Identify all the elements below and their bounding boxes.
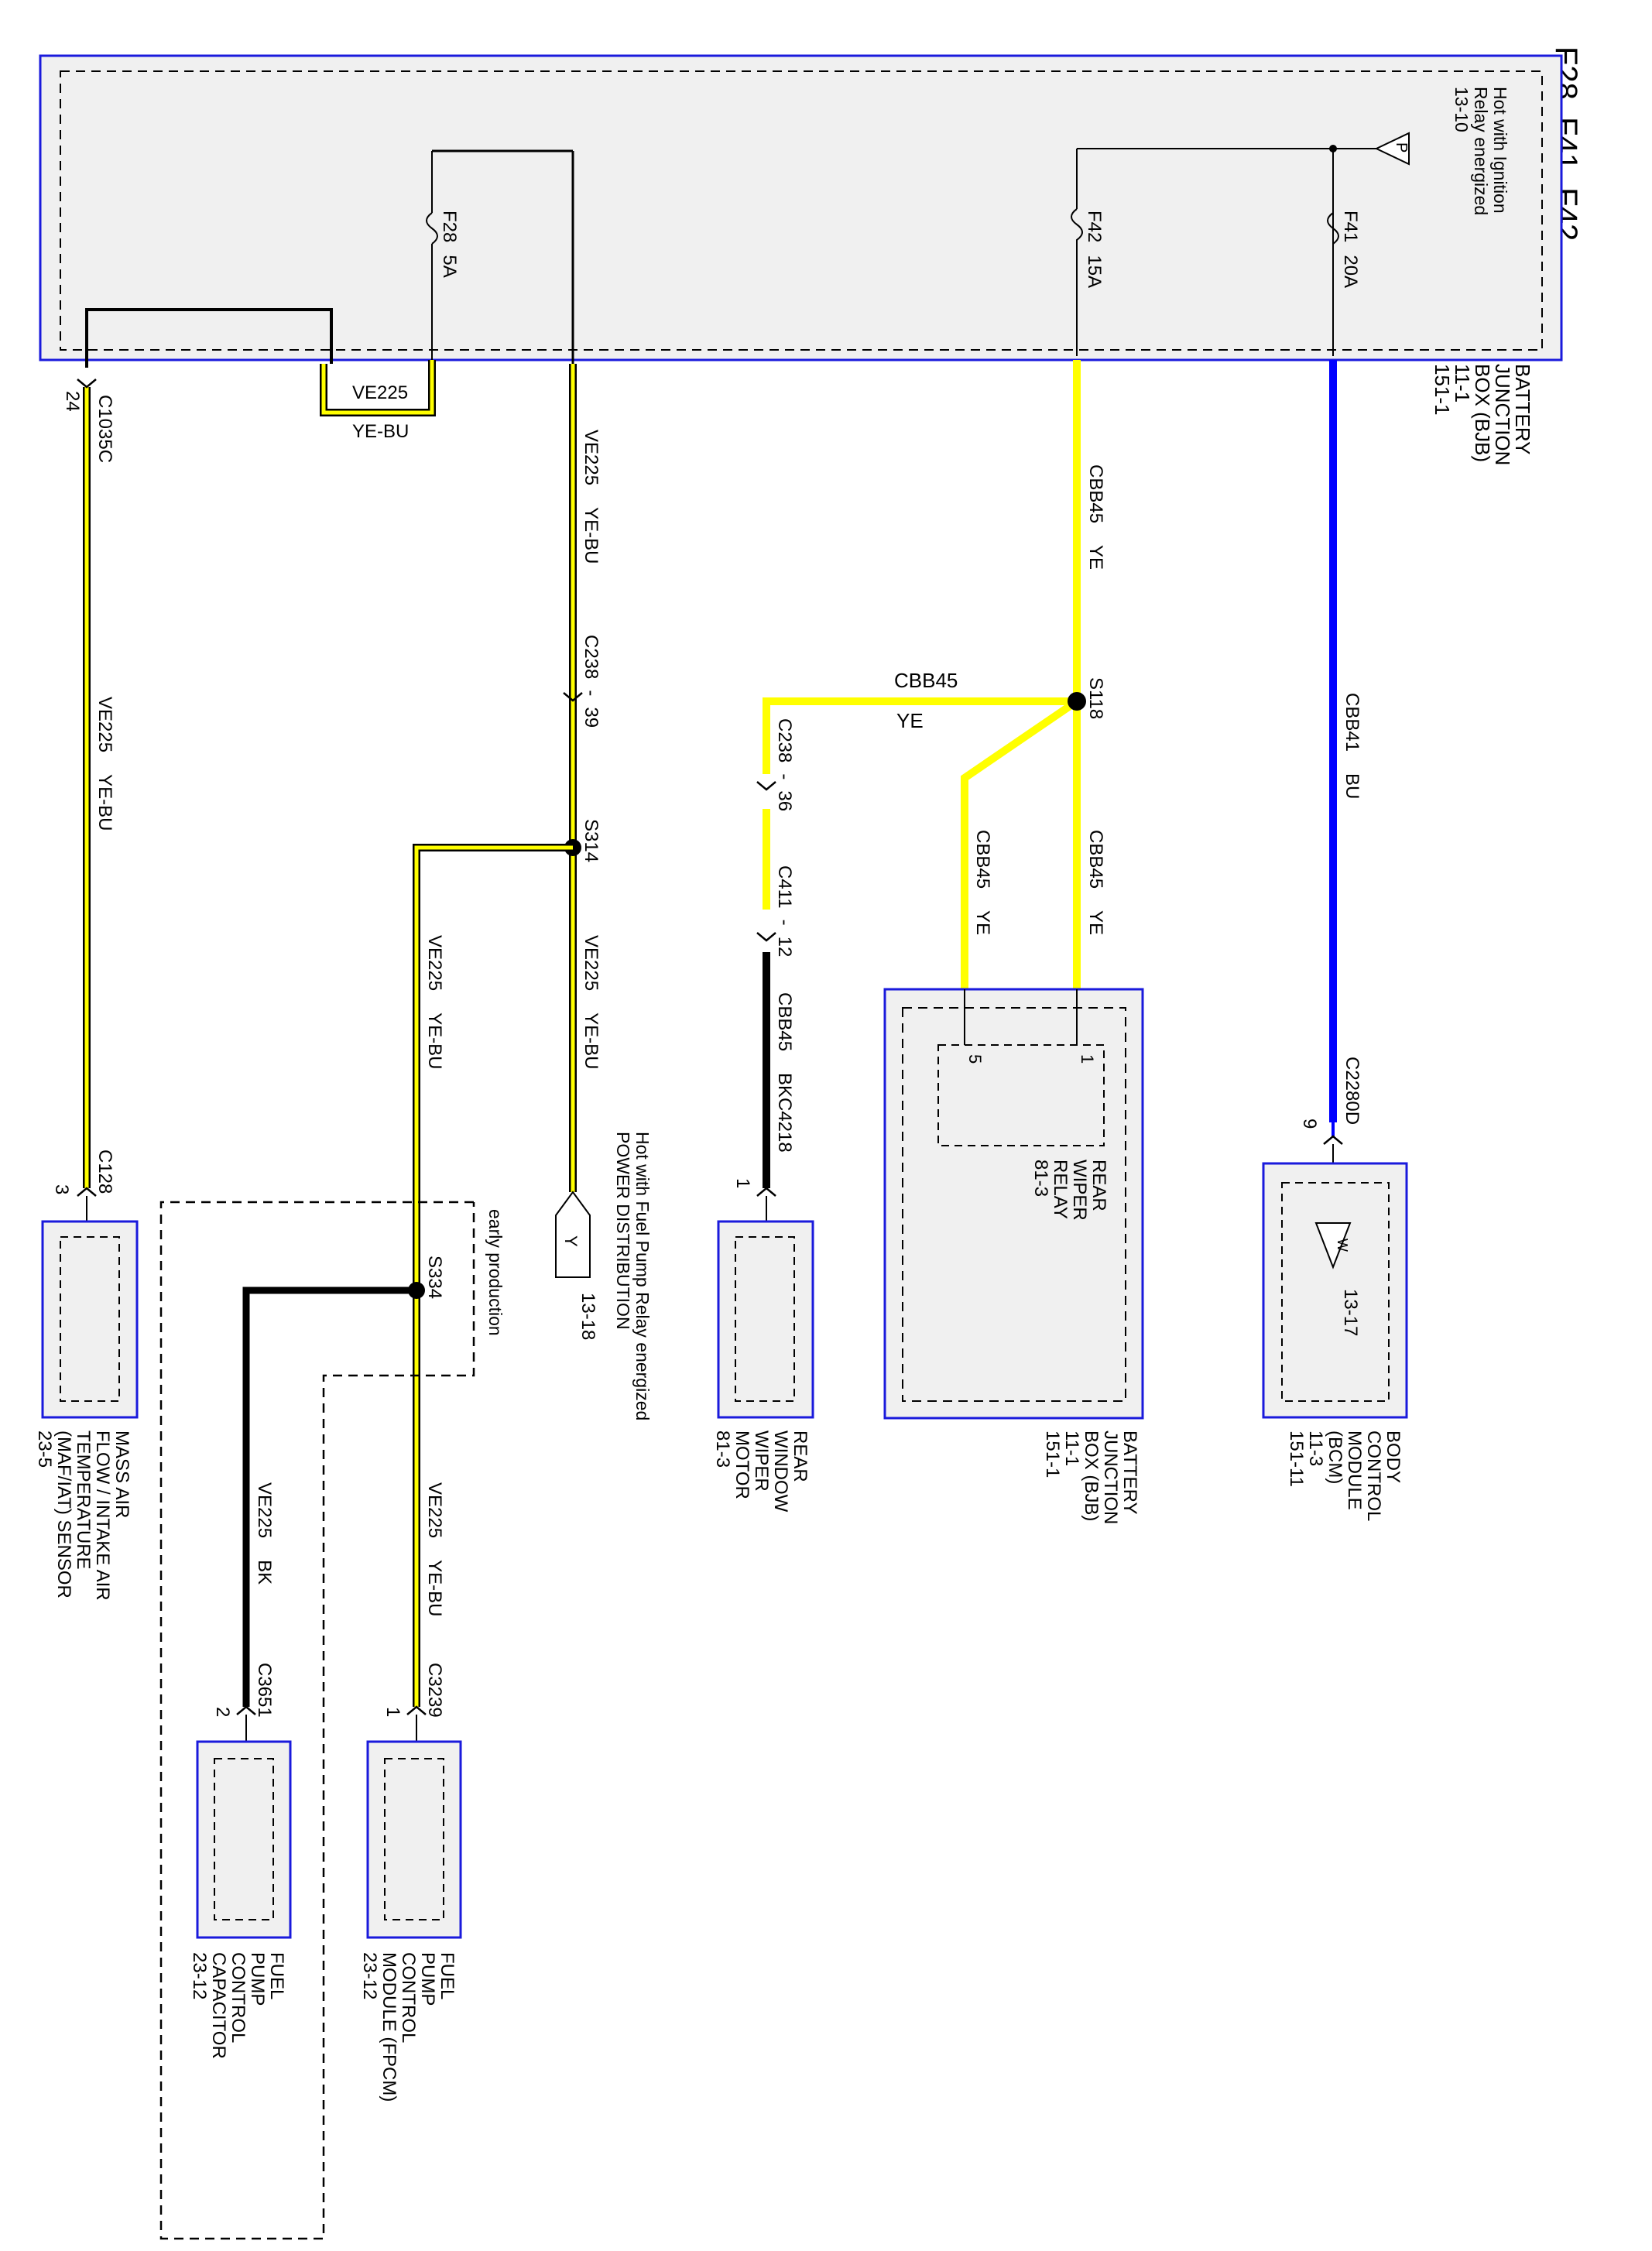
svg-text:VE225BK: VE225BK	[254, 1482, 275, 1585]
fpcm-label: FUELPUMPCONTROLMODULE (FPCM)23-12	[359, 1952, 458, 2102]
ignition-relay-note: Hot with IgnitionRelay energized13-10	[1451, 87, 1510, 215]
svg-text:C1035C: C1035C	[94, 395, 115, 463]
wire-cbb45-relay-pin5	[961, 697, 1079, 989]
connector-c411-12-icon	[756, 932, 776, 942]
svg-text:BODYCONTROLMODULE(BCM)11-3151-: BODYCONTROLMODULE(BCM)11-3151-11	[1286, 1430, 1404, 1521]
svg-text:3: 3	[51, 1184, 72, 1194]
svg-text:Hot with IgnitionRelay energiz: Hot with IgnitionRelay energized13-10	[1451, 87, 1510, 215]
svg-text:5: 5	[965, 1054, 985, 1064]
connector-c1035c-icon	[77, 379, 97, 389]
bjb-relay-box: 5 1	[883, 988, 1144, 1420]
capacitor-box	[196, 1740, 292, 1939]
wire-cbb45-branch	[763, 697, 1077, 774]
wiper-motor-label: REARWINDOWWIPERMOTOR81-3	[712, 1430, 811, 1513]
svg-text:MASS AIRFLOW / INTAKE AIRTEMPE: MASS AIRFLOW / INTAKE AIRTEMPERATURE(MAF…	[34, 1430, 132, 1601]
svg-text:CBB41BU: CBB41BU	[1342, 693, 1362, 799]
reference-p-icon: P	[1374, 132, 1410, 166]
svg-text:C128: C128	[94, 1149, 115, 1194]
fuse-f28: F285A	[426, 149, 573, 360]
wire-capacitor	[242, 1287, 416, 1707]
svg-text:CBB45YE: CBB45YE	[1085, 464, 1106, 570]
svg-text:C2280D: C2280D	[1342, 1057, 1362, 1125]
svg-text:Y: Y	[561, 1235, 581, 1247]
splice-s118	[1068, 692, 1086, 711]
svg-text:C3651: C3651	[254, 1663, 275, 1718]
internal-ve225-loop: VE225 YE-BU	[320, 360, 436, 442]
svg-text:CBB45YE: CBB45YE	[972, 830, 993, 935]
svg-text:S334: S334	[424, 1256, 445, 1299]
power-distribution-ref: Y	[555, 1191, 591, 1278]
svg-text:FUELPUMPCONTROLMODULE (FPCM)23: FUELPUMPCONTROLMODULE (FPCM)23-12	[359, 1952, 458, 2102]
svg-text:CBB45BK: CBB45BK	[774, 992, 795, 1098]
svg-text:9: 9	[1299, 1119, 1320, 1129]
svg-text:VE225YE-BU: VE225YE-BU	[424, 1482, 445, 1616]
svg-text:S314: S314	[581, 819, 602, 862]
svg-text:C411-12: C411-12	[774, 865, 795, 957]
svg-text:24: 24	[62, 391, 83, 412]
connector-c3651-icon	[236, 1705, 256, 1715]
svg-text:W: W	[1335, 1239, 1350, 1252]
wiper-motor-box	[717, 1220, 814, 1419]
svg-text:early production: early production	[485, 1209, 506, 1336]
bcm-box	[1262, 1162, 1408, 1419]
bjb-label: BATTERYJUNCTIONBOX (BJB)11-1151-1	[1431, 364, 1534, 465]
svg-text:F285A: F285A	[439, 211, 460, 278]
svg-text:13-17: 13-17	[1340, 1289, 1361, 1336]
svg-text:BATTERYJUNCTIONBOX (BJB)11-115: BATTERYJUNCTIONBOX (BJB)11-1151-1	[1431, 364, 1534, 465]
capacitor-label: FUELPUMPCONTROLCAPACITOR23-12	[189, 1952, 287, 2059]
svg-text:REARWIPERRELAY81-3: REARWIPERRELAY81-3	[1030, 1160, 1109, 1221]
connector-c2280d-icon	[1323, 1135, 1343, 1145]
svg-text:P: P	[1393, 142, 1410, 152]
svg-text:1: 1	[1078, 1054, 1097, 1064]
svg-text:C238-39: C238-39	[581, 635, 602, 728]
svg-text:REARWINDOWWIPERMOTOR81-3: REARWINDOWWIPERMOTOR81-3	[712, 1430, 811, 1513]
svg-text:VE225YE-BU: VE225YE-BU	[424, 935, 445, 1069]
svg-text:F4215A: F4215A	[1084, 211, 1105, 288]
connector-c128-icon	[77, 1187, 97, 1197]
power-distribution-label: Hot with Fuel Pump Relay energizedPOWER …	[613, 1132, 653, 1420]
connector-c4218-icon	[756, 1187, 776, 1197]
svg-text:BATTERYJUNCTIONBOX (BJB)11-115: BATTERYJUNCTIONBOX (BJB)11-1151-1	[1042, 1430, 1140, 1524]
connector-c3239-icon	[406, 1705, 427, 1715]
connector-c238-39-icon	[563, 692, 583, 702]
svg-text:1: 1	[382, 1707, 403, 1717]
svg-text:YE-BU: YE-BU	[352, 421, 409, 442]
connector-c238-36-icon	[756, 781, 776, 791]
svg-text:VE225YE-BU: VE225YE-BU	[581, 430, 602, 564]
svg-text:FUELPUMPCONTROLCAPACITOR23-12: FUELPUMPCONTROLCAPACITOR23-12	[189, 1952, 287, 2059]
wire-fpcm-branch	[413, 844, 573, 1707]
fuse-f41: F4120A	[1327, 149, 1361, 356]
svg-text:2: 2	[212, 1707, 233, 1717]
bjb2-label: BATTERYJUNCTIONBOX (BJB)11-1151-1	[1042, 1430, 1140, 1524]
bcm-label: BODYCONTROLMODULE(BCM)11-3151-11	[1286, 1430, 1404, 1521]
svg-text:S118: S118	[1085, 677, 1106, 719]
svg-text:CBB45: CBB45	[894, 669, 958, 692]
early-production-region	[159, 1201, 475, 2240]
svg-text:C3239: C3239	[424, 1663, 445, 1718]
svg-text:C4218: C4218	[774, 1098, 795, 1153]
svg-text:VE225YE-BU: VE225YE-BU	[94, 697, 115, 831]
rear-wiper-relay-label: REARWIPERRELAY81-3	[1030, 1160, 1109, 1221]
svg-text:CBB45YE: CBB45YE	[1085, 830, 1106, 935]
maf-sensor-box	[41, 1220, 139, 1419]
svg-text:VE225YE-BU: VE225YE-BU	[581, 935, 602, 1069]
reference-w-icon: W	[1314, 1222, 1352, 1269]
svg-text:1: 1	[732, 1178, 753, 1188]
fuse-f42: F4215A	[1071, 208, 1105, 288]
svg-text:F4120A: F4120A	[1340, 211, 1361, 288]
svg-text:YE: YE	[896, 709, 924, 732]
fpcm-box	[366, 1740, 462, 1939]
svg-text:VE225: VE225	[352, 382, 408, 403]
svg-text:Hot with Fuel Pump Relay energ: Hot with Fuel Pump Relay energizedPOWER …	[613, 1132, 653, 1420]
svg-text:13-18: 13-18	[578, 1293, 598, 1340]
maf-sensor-label: MASS AIRFLOW / INTAKE AIRTEMPERATURE(MAF…	[34, 1430, 132, 1601]
svg-text:C238-36: C238-36	[774, 718, 795, 811]
